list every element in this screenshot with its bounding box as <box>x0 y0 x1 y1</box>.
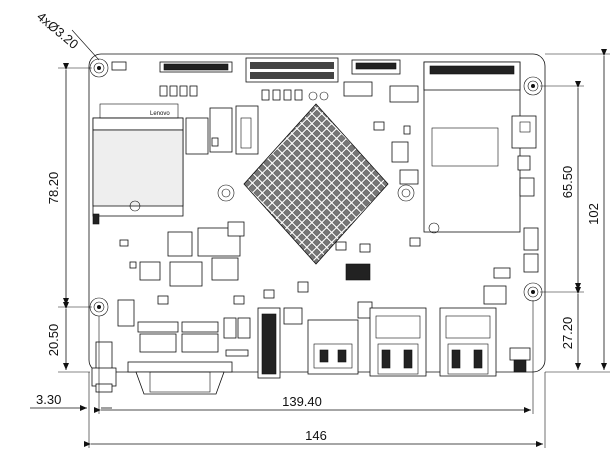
connector-small <box>111 61 127 71</box>
header-2x4 <box>389 85 419 103</box>
dim-left-top: 78.20 <box>46 172 61 205</box>
connector-battery <box>235 105 259 155</box>
hole-callout-leader <box>71 29 100 61</box>
smd-row-top <box>159 85 329 101</box>
dim-bottom-small: 3.30 <box>36 392 61 407</box>
usb-rj45-stack-1 <box>369 307 427 377</box>
dim-right-top: 65.50 <box>560 166 575 199</box>
dim-left-bottom: 20.50 <box>46 324 61 357</box>
dim-right-total: 102 <box>586 203 601 225</box>
m2-ssd-module: Lenovo <box>92 103 184 225</box>
connector-hdmi <box>257 307 303 379</box>
mounting-hole-top-right <box>523 76 543 96</box>
header-small <box>343 81 373 97</box>
connector-bottom-right <box>509 347 531 373</box>
power-jack <box>91 341 117 393</box>
mounting-hole-bottom-left <box>89 297 109 317</box>
smd-parts-middle <box>119 121 421 305</box>
db-connector <box>127 361 233 395</box>
ssd-brand: Lenovo <box>150 111 170 117</box>
mounting-hole-top-left <box>89 58 109 78</box>
dim-right-bottom: 27.20 <box>560 317 575 350</box>
mounting-hole-bottom-right <box>523 282 543 302</box>
connector-right-stack <box>483 115 539 305</box>
dim-bottom-total: 146 <box>305 428 327 443</box>
usb-rj45-stack-2 <box>439 307 497 377</box>
dim-bottom-mid: 139.40 <box>282 394 322 409</box>
wifi-module <box>423 61 521 234</box>
connector-vertical <box>185 117 209 155</box>
soc-heatsink <box>217 103 415 265</box>
hole-callout-text: 4xØ3.20 <box>34 9 81 52</box>
headers-bottom-left <box>117 299 251 357</box>
usb-port-single <box>307 301 373 375</box>
